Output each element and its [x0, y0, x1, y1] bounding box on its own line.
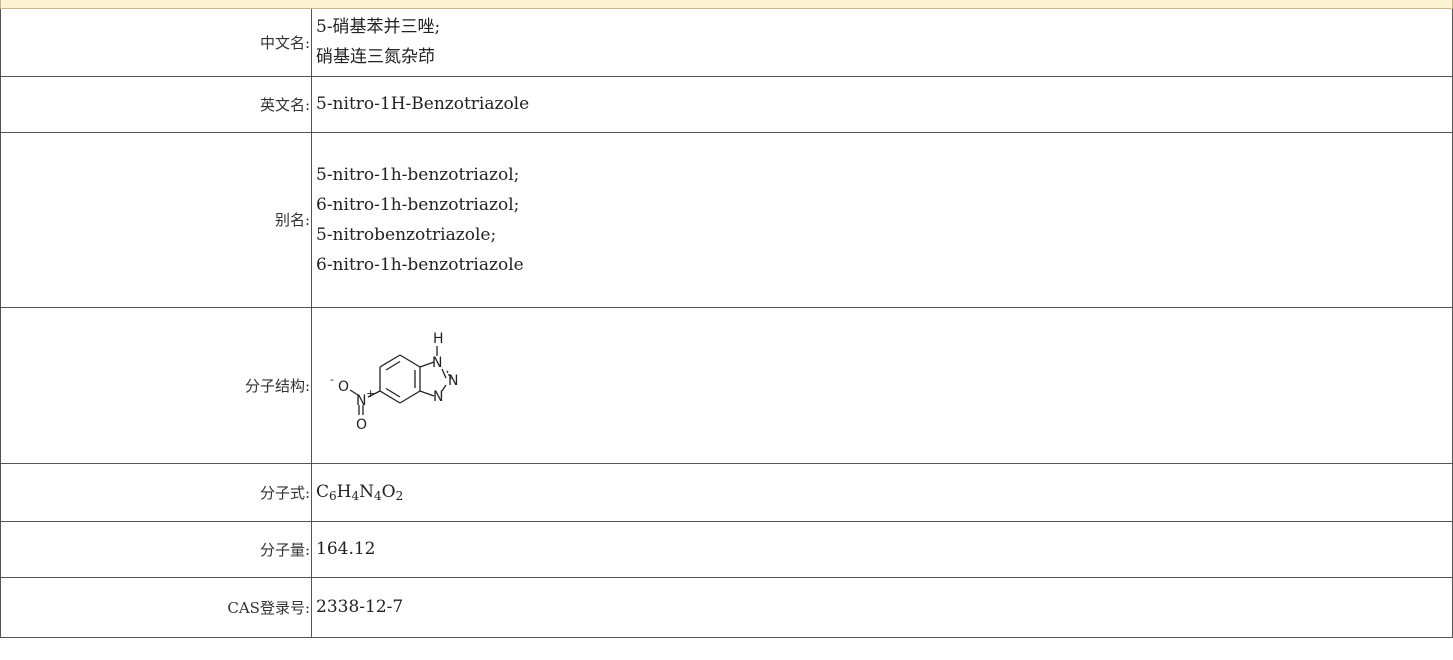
formula-subscript: 2: [395, 489, 404, 503]
molecular-weight-value: 164.12: [311, 520, 1453, 578]
english-name-label: 英文名:: [0, 75, 312, 133]
formula-element: O: [381, 482, 396, 502]
atom-label: O: [356, 417, 367, 433]
atom-label: H: [433, 331, 444, 347]
row-aliases: 别名: 5-nitro-1h-benzotriazol; 6-nitro-1h-…: [0, 131, 1453, 308]
formula-element: C: [316, 482, 330, 502]
row-english-name: 英文名: 5-nitro-1H-Benzotriazole: [0, 75, 1453, 133]
formula-subscript: 4: [374, 489, 382, 503]
cas-value: 2338-12-7: [311, 576, 1453, 638]
molecular-structure-image: H N N N N + O - O: [330, 331, 458, 433]
chinese-name-line: 硝基连三氮杂茚: [316, 47, 435, 68]
aliases-value: 5-nitro-1h-benzotriazol; 6-nitro-1h-benz…: [311, 131, 1453, 308]
row-formula: 分子式: C6H4N4O2: [0, 462, 1453, 522]
alias-line: 5-nitro-1h-benzotriazol;: [316, 164, 520, 185]
structure-value: H N N N N + O - O: [311, 306, 1453, 464]
formula-subscript: 4: [351, 489, 360, 503]
alias-line: 5-nitrobenzotriazole;: [316, 224, 497, 245]
atom-label: O: [338, 379, 349, 395]
row-molecular-weight: 分子量: 164.12: [0, 520, 1453, 578]
alias-line: 6-nitro-1h-benzotriazol;: [316, 194, 520, 215]
chinese-name-line: 5-硝基苯并三唑;: [316, 17, 441, 38]
structure-label: 分子结构:: [0, 306, 312, 464]
cas-label: CAS登录号:: [0, 576, 312, 638]
chinese-name-value: 5-硝基苯并三唑; 硝基连三氮杂茚: [311, 9, 1453, 77]
formula-element: H: [336, 482, 352, 502]
formula-subscript: 6: [329, 489, 337, 503]
header-strip: [0, 0, 1453, 9]
row-chinese-name: 中文名: 5-硝基苯并三唑; 硝基连三氮杂茚: [0, 9, 1453, 77]
charge-label: +: [366, 387, 375, 400]
formula-label: 分子式:: [0, 462, 312, 522]
molecular-weight-label: 分子量:: [0, 520, 312, 578]
aliases-label: 别名:: [0, 131, 312, 308]
atom-label: N: [433, 389, 443, 405]
row-cas: CAS登录号: 2338-12-7: [0, 576, 1453, 638]
compound-info-table: 中文名: 5-硝基苯并三唑; 硝基连三氮杂茚 英文名: 5-nitro-1H-B…: [0, 9, 1453, 638]
chinese-name-label: 中文名:: [0, 9, 312, 77]
atom-label: N: [448, 373, 458, 389]
atom-label: N: [432, 355, 442, 371]
alias-line: 6-nitro-1h-benzotriazole: [316, 254, 524, 275]
row-structure: 分子结构:: [0, 306, 1453, 464]
charge-label: -: [330, 373, 334, 386]
english-name-value: 5-nitro-1H-Benzotriazole: [311, 75, 1453, 133]
formula-value: C6H4N4O2: [311, 462, 1453, 522]
formula-element: N: [359, 482, 374, 502]
atom-label: N: [356, 393, 366, 409]
